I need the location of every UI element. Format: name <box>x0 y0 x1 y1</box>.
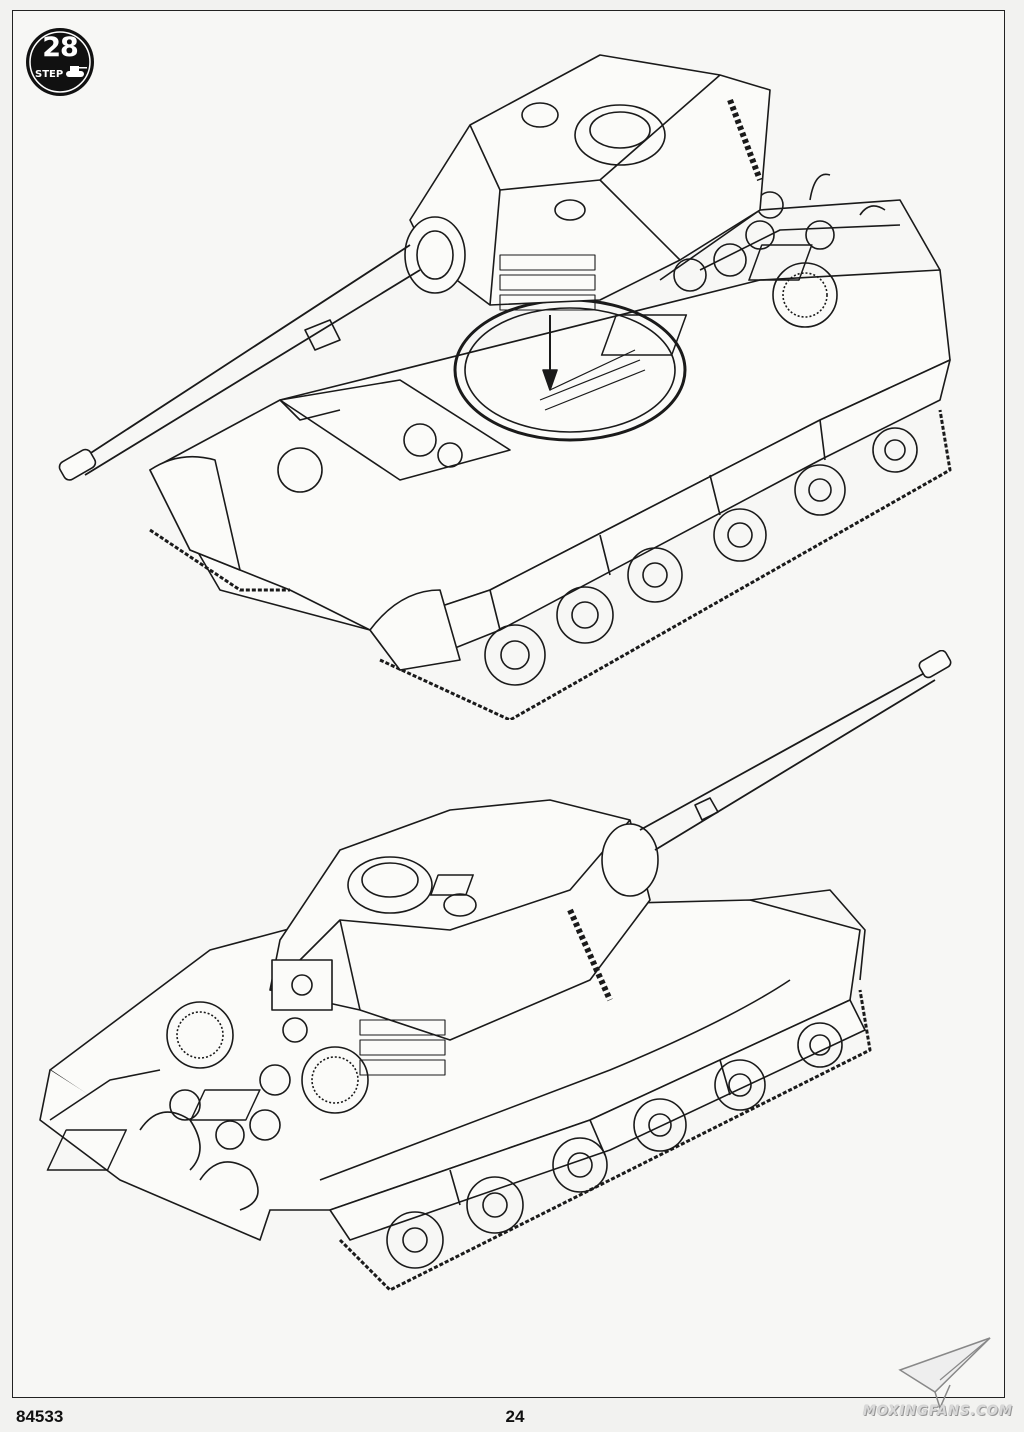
step-label: STEP <box>35 69 64 80</box>
tank-rear-view-illustration <box>39 650 952 1292</box>
paper-plane-icon <box>898 1337 991 1411</box>
kit-code: 84533 <box>16 1407 64 1426</box>
tank-front-view-illustration <box>58 54 952 720</box>
watermark-text: MOXINGFANS.COM <box>863 1404 1013 1419</box>
step-badge: 28 STEP <box>24 26 96 98</box>
step-number: 28 <box>42 32 79 63</box>
step-badge-circle-icon <box>26 28 94 96</box>
page-number: 24 <box>505 1407 525 1426</box>
watermark: MOXINGFANS.COM <box>850 1330 1020 1430</box>
